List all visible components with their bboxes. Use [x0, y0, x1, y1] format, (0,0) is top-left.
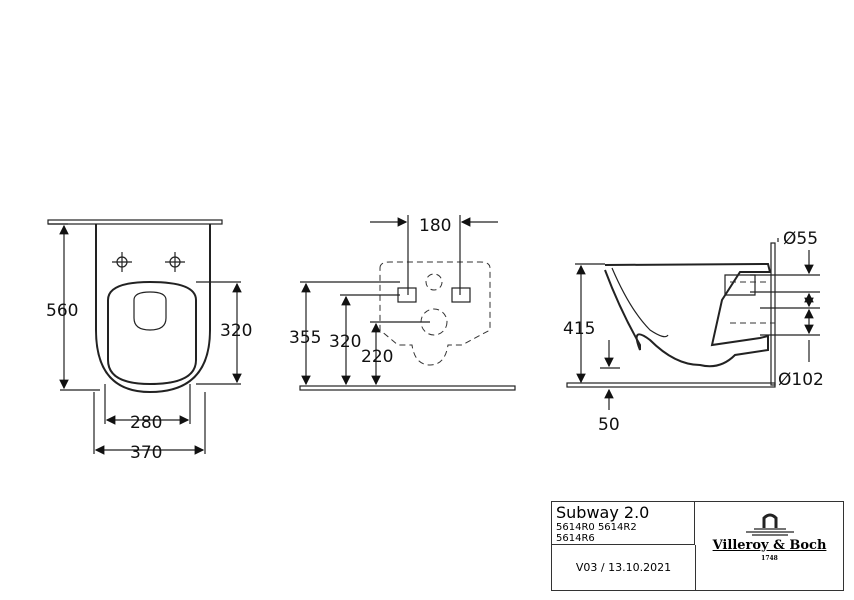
- dim-355: 355: [289, 328, 321, 348]
- brand-year: 1748: [761, 555, 778, 562]
- bowl-back-hidden: [379, 261, 491, 366]
- fixing-hole-right: [165, 252, 185, 272]
- side-view: 415 50 Ø55 Ø102: [563, 229, 824, 435]
- bowl-profile: [604, 262, 772, 368]
- product-codes-2: 5614R6: [556, 533, 595, 544]
- dim-370: 370: [130, 443, 162, 463]
- product-codes-1: 5614R0 5614R2: [556, 522, 637, 533]
- bolt-slot-left: [397, 287, 417, 303]
- bolt-slot-right: [451, 287, 471, 303]
- dim-415: 415: [563, 319, 595, 339]
- dim-220: 220: [361, 347, 393, 367]
- dim-320: 320: [220, 321, 252, 341]
- brand-name: Villeroy & Boch: [712, 538, 827, 553]
- dim-280: 280: [130, 413, 162, 433]
- version-date: V03 / 13.10.2021: [575, 561, 672, 574]
- dim-320-rear: 320: [329, 332, 361, 352]
- title-block: Subway 2.0 5614R0 5614R2 5614R6 V03 / 13…: [551, 501, 844, 591]
- fountain-logo-icon: [745, 513, 794, 536]
- wall-line: [770, 242, 776, 386]
- dim-560: 560: [46, 301, 78, 321]
- front-view: 560 320 280 370: [46, 219, 252, 463]
- version-cell: V03 / 13.10.2021: [552, 545, 696, 590]
- inlet-hole: [425, 273, 443, 291]
- dim-180: 180: [419, 216, 451, 236]
- rear-view: 180 355 320 220: [289, 215, 516, 391]
- bowl-outline: [95, 224, 211, 394]
- dim-50: 50: [598, 415, 620, 435]
- wall-plate: [47, 219, 223, 225]
- dim-dia-102: Ø102: [778, 370, 824, 390]
- brand-logo: Villeroy & Boch 1748: [696, 502, 843, 590]
- fixing-hole-left: [112, 252, 132, 272]
- seat-opening: [107, 280, 197, 386]
- product-name: Subway 2.0: [556, 503, 650, 522]
- floor-line-side: [566, 382, 776, 388]
- floor-line: [299, 385, 516, 391]
- product-cell: Subway 2.0 5614R0 5614R2 5614R6: [552, 502, 695, 545]
- dim-dia-55: Ø55: [783, 229, 818, 249]
